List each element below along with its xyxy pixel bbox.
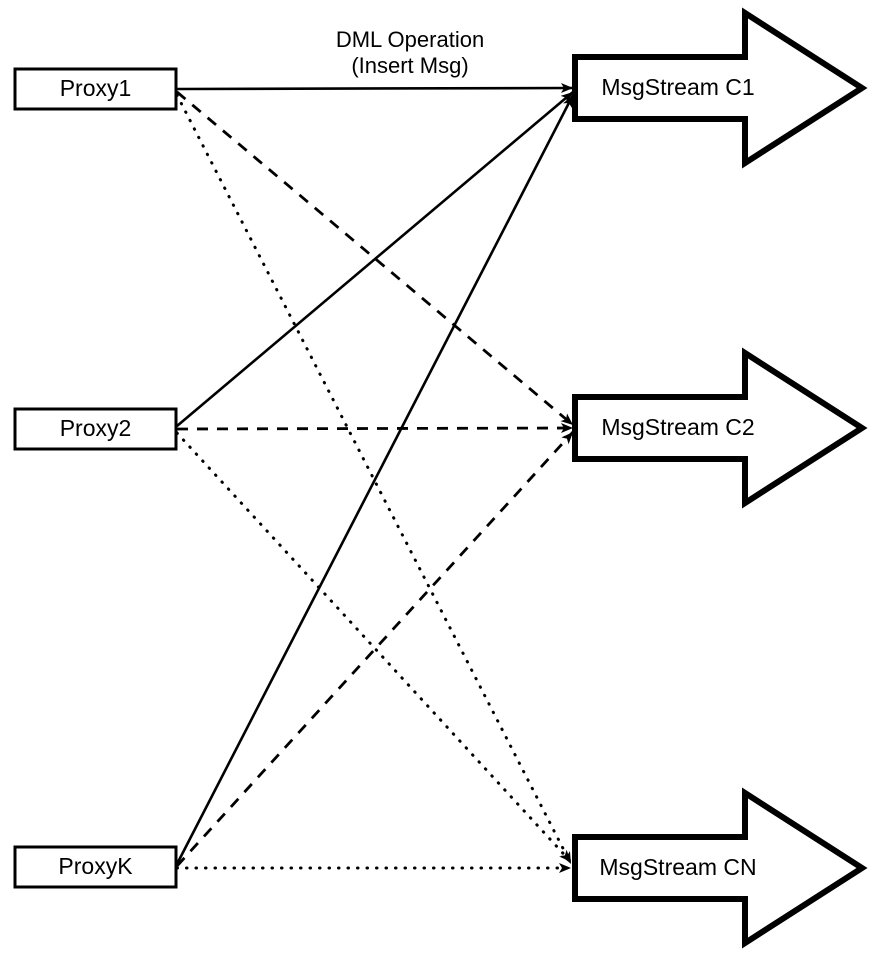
stream-node-cn[interactable]: MsgStream CN — [572, 787, 868, 949]
connection-proxy2-to-stream-cn — [175, 431, 573, 864]
proxy2-label: Proxy2 — [60, 415, 132, 441]
connection-proxy1-to-stream-c2 — [176, 90, 574, 427]
stream-c1-label: MsgStream C1 — [601, 74, 754, 100]
stream-c2-label: MsgStream C2 — [601, 414, 754, 440]
proxy2-box[interactable] — [13, 407, 178, 451]
proxyk-box[interactable] — [13, 845, 178, 889]
connection-proxyk-to-stream-c1 — [175, 94, 575, 865]
connection-proxy2-to-stream-c2 — [176, 423, 574, 434]
connection-proxy2-to-stream-c1 — [176, 91, 574, 427]
proxy-node-proxy2[interactable]: Proxy2 — [13, 407, 178, 451]
proxy1-box[interactable] — [13, 67, 178, 111]
stream-cn-label: MsgStream CN — [599, 854, 756, 880]
stream-c2-block-arrow-shape[interactable] — [572, 347, 868, 509]
stream-node-c1[interactable]: MsgStream C1 — [572, 7, 868, 169]
proxyk-label: ProxyK — [58, 853, 133, 879]
connection-proxyk-to-stream-c2 — [175, 431, 575, 867]
connection-layer — [175, 83, 575, 873]
connection-proxy1-to-stream-cn — [175, 93, 573, 866]
proxy1-label: Proxy1 — [60, 75, 132, 101]
edge-label-line2: (Insert Msg) — [351, 53, 468, 78]
proxy-node-proxyk[interactable]: ProxyK — [13, 845, 178, 889]
stream-node-c2[interactable]: MsgStream C2 — [572, 347, 868, 509]
stream-cn-block-arrow-shape[interactable] — [572, 787, 868, 949]
proxy-node-proxy1[interactable]: Proxy1 — [13, 67, 178, 111]
edge-label-dml-operation: DML Operation (Insert Msg) — [336, 27, 484, 78]
edge-label-line1: DML Operation — [336, 27, 484, 52]
stream-c1-block-arrow-shape[interactable] — [572, 7, 868, 169]
connection-proxy1-to-stream-c1 — [176, 83, 574, 94]
